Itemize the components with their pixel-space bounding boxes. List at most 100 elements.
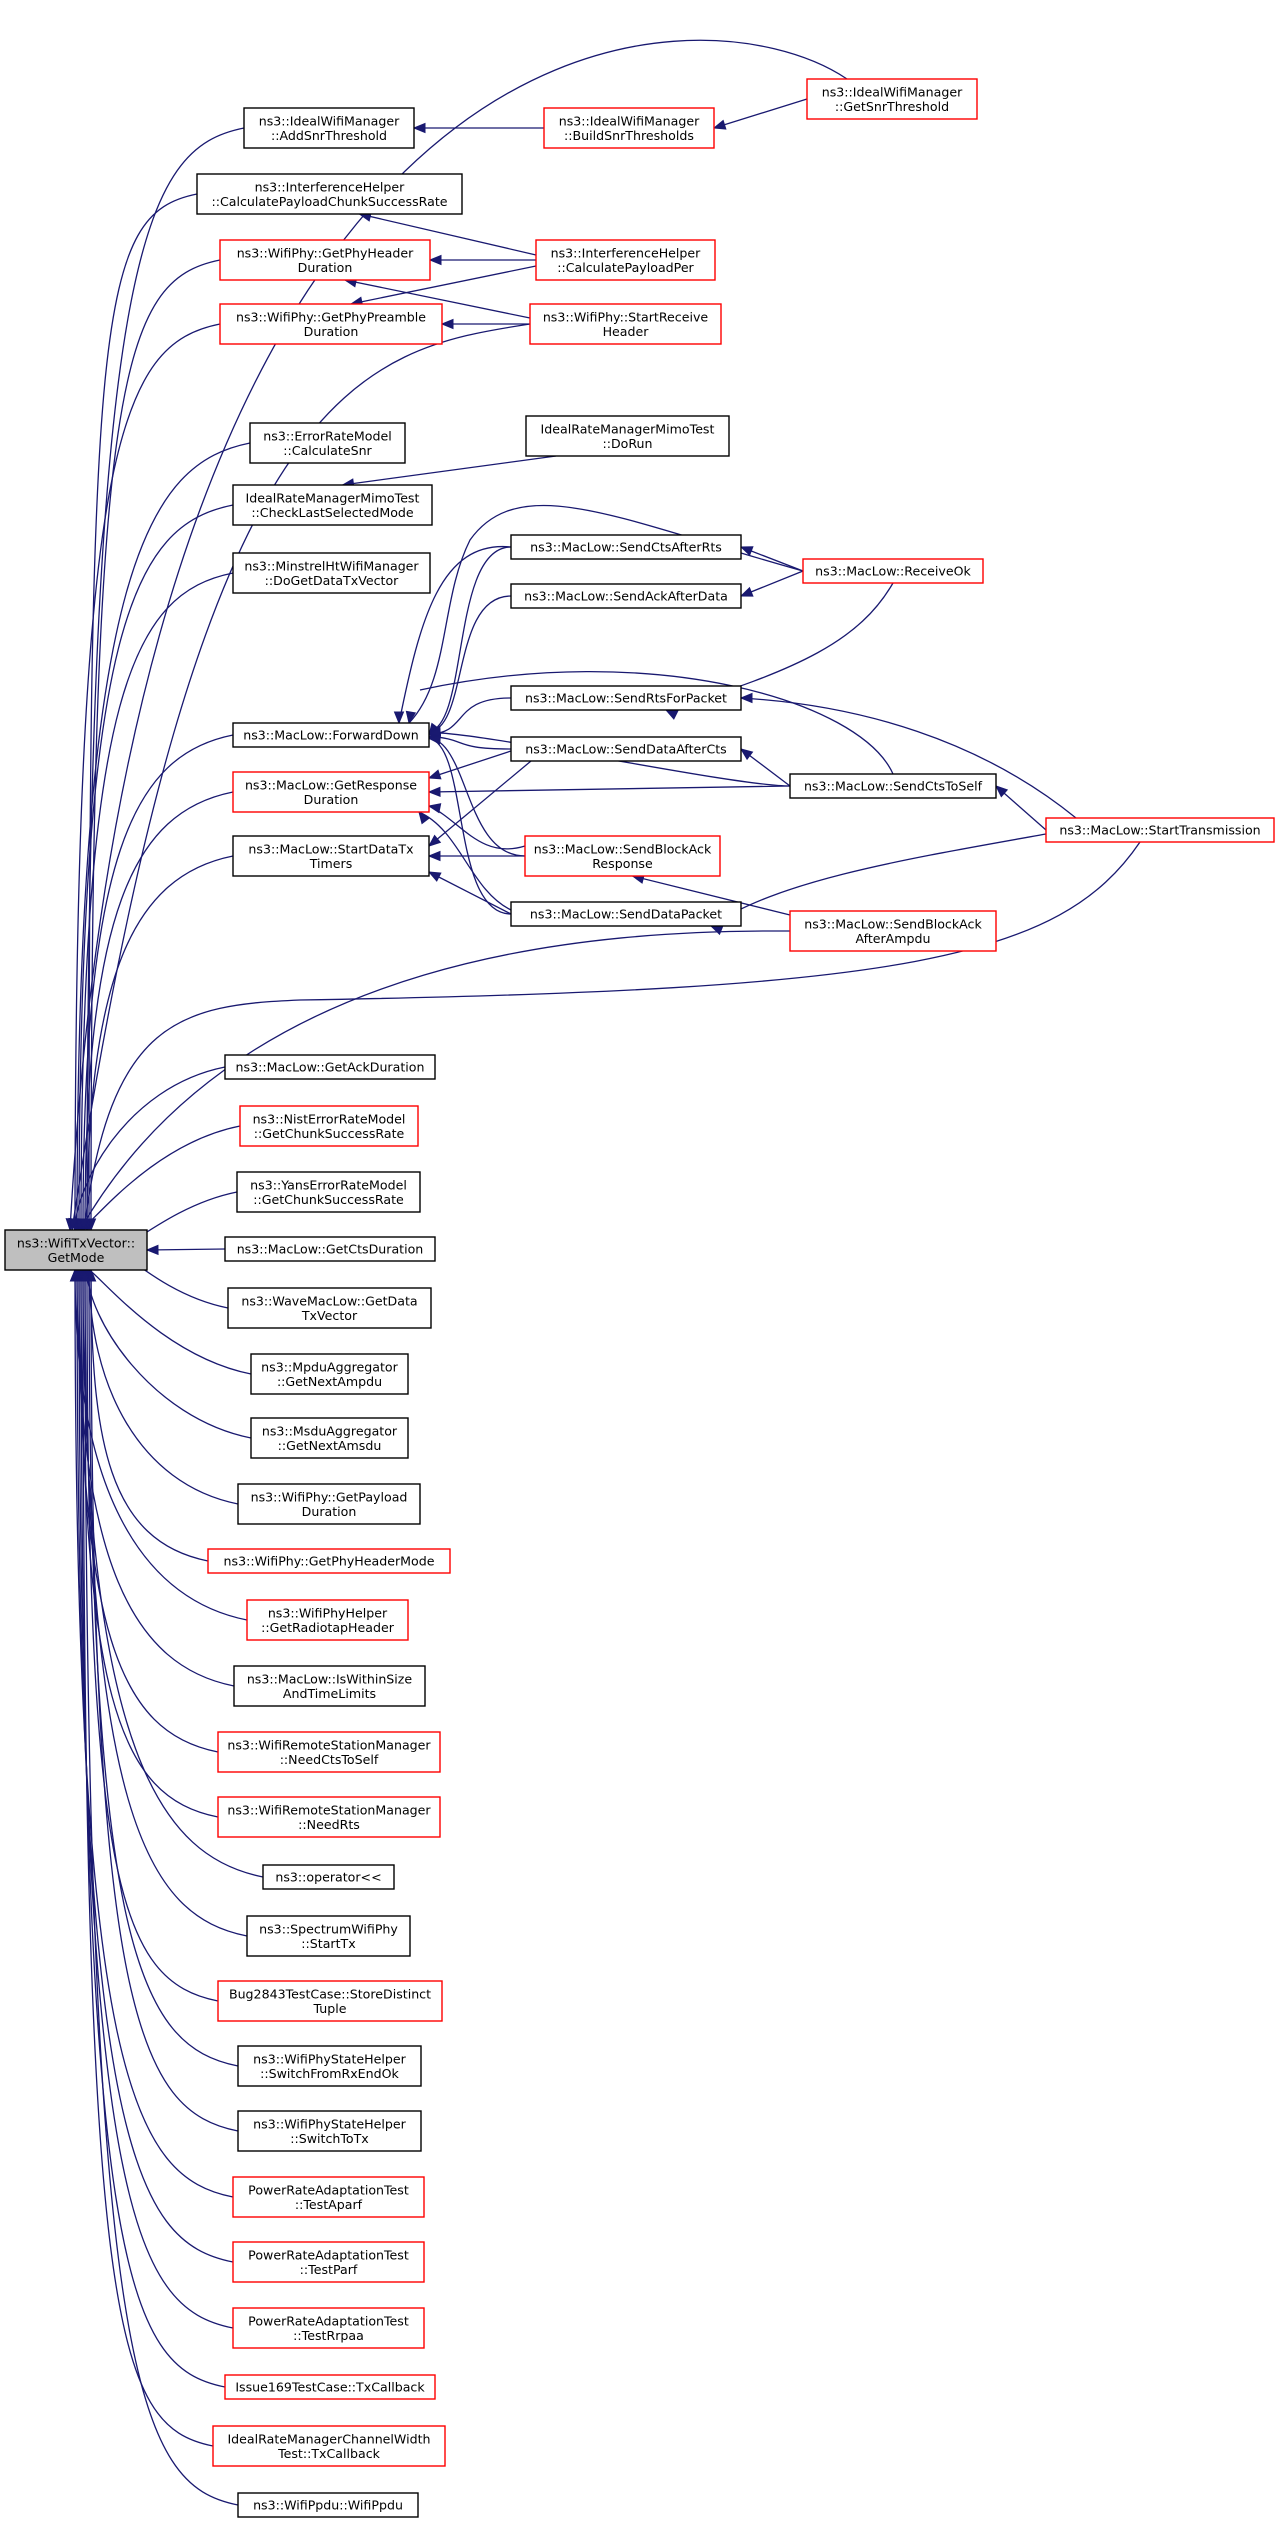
node-buildsnrthresholds-box (543, 107, 715, 149)
node-forwarddown[interactable]: ns3::MacLow::ForwardDown (232, 722, 430, 748)
node-getsnrthreshold[interactable]: ns3::IdealWifiManager::GetSnrThreshold (806, 78, 978, 120)
node-getphyheadermode[interactable]: ns3::WifiPhy::GetPhyHeaderMode (207, 1548, 451, 1574)
node-testaparf[interactable]: PowerRateAdaptationTest::TestAparf (232, 2176, 425, 2218)
node-needrts[interactable]: ns3::WifiRemoteStationManager::NeedRts (217, 1796, 441, 1838)
node-sendrtsforpacket-label-line-0: ns3::MacLow::SendRtsForPacket (525, 691, 727, 706)
node-radiotapheader[interactable]: ns3::WifiPhyHelper::GetRadiotapHeader (246, 1599, 409, 1641)
edge-sendctstoself-to-senddataafterccts-arrowhead (739, 748, 754, 761)
edge-starttransmission-to-sendrtsforpacket (740, 697, 1077, 819)
node-mimodorun[interactable]: IdealRateManagerMimoTest::DoRun (525, 415, 730, 457)
node-sendblockackresponse-box (524, 835, 721, 877)
node-mpdunext-label-line-1: ::GetNextAmpdu (277, 1374, 382, 1389)
node-calcpayloadchunk[interactable]: ns3::InterferenceHelper::CalculatePayloa… (196, 173, 463, 215)
node-mimocheck[interactable]: IdealRateManagerMimoTest::CheckLastSelec… (232, 484, 433, 526)
node-sendackafterdata[interactable]: ns3::MacLow::SendAckAfterData (510, 583, 742, 609)
node-issue169[interactable]: Issue169TestCase::TxCallback (224, 2374, 436, 2400)
node-yanschunk[interactable]: ns3::YansErrorRateModel::GetChunkSuccess… (236, 1171, 421, 1213)
node-spectrumstarttx-label-line-0: ns3::SpectrumWifiPhy (259, 1921, 398, 1936)
edge-sendctstoself-to-forwarddown-arrowhead (427, 727, 441, 738)
edge-starttransmission-to-getmode-arrowhead (78, 1218, 90, 1232)
node-switchfromrxendok[interactable]: ns3::WifiPhyStateHelper::SwitchFromRxEnd… (237, 2045, 422, 2087)
node-calcpayloadper-box (535, 239, 716, 281)
node-testrrpaa[interactable]: PowerRateAdaptationTest::TestRrpaa (232, 2307, 425, 2349)
edge-iswithinsize-to-getmode (76, 1269, 235, 1687)
node-sendctsafterrts[interactable]: ns3::MacLow::SendCtsAfterRts (510, 534, 742, 560)
node-getphyheaderduration-label-line-1: Duration (298, 260, 353, 275)
node-getresponseduration-label-line-1: Duration (304, 792, 359, 807)
node-getmode[interactable]: ns3::WifiTxVector::GetMode (4, 1229, 148, 1271)
edge-addsnrthreshold-to-getmode (86, 127, 245, 1231)
node-radiotapheader-label-line-0: ns3::WifiPhyHelper (268, 1605, 388, 1620)
node-radiotapheader-box (246, 1599, 409, 1641)
node-yanschunk-box (236, 1171, 421, 1213)
edge-senddataafterccts-to-startdatatxtimers (428, 760, 532, 847)
node-getackduration[interactable]: ns3::MacLow::GetAckDuration (224, 1054, 436, 1080)
node-mimocheck-label-line-1: ::CheckLastSelectedMode (251, 505, 414, 520)
edge-getctsduration-to-getmode-arrowhead (145, 1244, 159, 1256)
node-switchtotx[interactable]: ns3::WifiPhyStateHelper::SwitchToTx (237, 2110, 422, 2152)
node-startdatatxtimers-label-line-1: Timers (309, 856, 353, 871)
node-sendctstoself[interactable]: ns3::MacLow::SendCtsToSelf (789, 773, 997, 799)
node-minstreldoget[interactable]: ns3::MinstrelHtWifiManager::DoGetDataTxV… (232, 552, 431, 594)
node-receiveok[interactable]: ns3::MacLow::ReceiveOk (802, 558, 984, 584)
node-testparf[interactable]: PowerRateAdaptationTest::TestParf (232, 2241, 425, 2283)
edge-starttransmission-to-sendctstoself-arrowhead (995, 785, 1009, 798)
node-spectrumstarttx-box (246, 1915, 411, 1957)
node-buildsnrthresholds[interactable]: ns3::IdealWifiManager::BuildSnrThreshold… (543, 107, 715, 149)
edge-starttransmission-to-sendrtsforpacket-arrowhead (739, 692, 753, 704)
node-getphyheadermode-box (207, 1548, 451, 1574)
edge-mimocheck-to-getmode (78, 504, 234, 1231)
node-testparf-label-line-1: ::TestParf (300, 2262, 358, 2277)
node-receiveok-label-line-0: ns3::MacLow::ReceiveOk (815, 564, 971, 579)
edge-startreceiveheader-to-getphypreambleduration-arrowhead (440, 318, 454, 330)
node-calcpayloadchunk-label-line-0: ns3::InterferenceHelper (255, 179, 406, 194)
node-needctstoself[interactable]: ns3::WifiRemoteStationManager::NeedCtsTo… (217, 1731, 441, 1773)
node-wifippdu[interactable]: ns3::WifiPpdu::WifiPpdu (237, 2492, 419, 2518)
node-sendblockackresponse-label-line-0: ns3::MacLow::SendBlockAck (534, 841, 712, 856)
node-switchfromrxendok-label-line-1: ::SwitchFromRxEndOk (260, 2066, 399, 2081)
node-starttransmission[interactable]: ns3::MacLow::StartTransmission (1045, 817, 1275, 843)
node-calcpayloadper[interactable]: ns3::InterferenceHelper::CalculatePayloa… (535, 239, 716, 281)
edge-getsnrthreshold-to-buildsnrthresholds-arrowhead (712, 119, 727, 130)
node-senddataafterccts[interactable]: ns3::MacLow::SendDataAfterCts (510, 736, 742, 762)
node-senddatapacket[interactable]: ns3::MacLow::SendDataPacket (510, 901, 742, 927)
edge-mpdunext-to-getmode (84, 1267, 252, 1375)
node-bug2843-label-line-0: Bug2843TestCase::StoreDistinct (229, 1986, 431, 2001)
node-addsnrthreshold-box (243, 107, 415, 149)
node-errorratecalcsnr-box (249, 422, 406, 464)
node-sendrtsforpacket[interactable]: ns3::MacLow::SendRtsForPacket (510, 685, 742, 711)
node-operatorlshift[interactable]: ns3::operator<< (262, 1864, 395, 1890)
edge-senddataafterccts-to-getresponseduration-arrowhead (427, 769, 442, 780)
node-getctsduration[interactable]: ns3::MacLow::GetCtsDuration (224, 1236, 436, 1262)
node-mpdunext-box (250, 1353, 409, 1395)
edge-testrrpaa-to-getmode (78, 1269, 234, 2329)
node-nistchunk[interactable]: ns3::NistErrorRateModel::GetChunkSuccess… (239, 1105, 419, 1147)
node-spectrumstarttx[interactable]: ns3::SpectrumWifiPhy::StartTx (246, 1915, 411, 1957)
edge-forwarddown-to-getmode (82, 734, 234, 1231)
node-getphypreambleduration-label-line-0: ns3::WifiPhy::GetPhyPreamble (236, 309, 426, 324)
node-msdunext[interactable]: ns3::MsduAggregator::GetNextAmsdu (250, 1417, 409, 1459)
node-wavemaclow[interactable]: ns3::WaveMacLow::GetDataTxVector (227, 1287, 432, 1329)
node-addsnrthreshold[interactable]: ns3::IdealWifiManager::AddSnrThreshold (243, 107, 415, 149)
edge-wifippdu-to-getmode-arrowhead (79, 1268, 91, 1282)
edge-getresponseduration-to-getmode (84, 791, 234, 1231)
node-errorratecalcsnr[interactable]: ns3::ErrorRateModel::CalculateSnr (249, 422, 406, 464)
node-sendctsafterrts-label-line-0: ns3::MacLow::SendCtsAfterRts (530, 540, 722, 555)
node-buildsnrthresholds-label-line-0: ns3::IdealWifiManager (559, 113, 700, 128)
edge-startreceiveheader-to-getmode-arrowhead (68, 1217, 79, 1232)
node-wavemaclow-box (227, 1287, 432, 1329)
node-spectrumstarttx-label-line-1: ::StartTx (301, 1936, 356, 1951)
node-channelwidth[interactable]: IdealRateManagerChannelWidthTest::TxCall… (212, 2425, 446, 2467)
node-mpdunext[interactable]: ns3::MpduAggregator::GetNextAmpdu (250, 1353, 409, 1395)
node-calcpayloadper-label-line-1: ::CalculatePayloadPer (557, 260, 694, 275)
